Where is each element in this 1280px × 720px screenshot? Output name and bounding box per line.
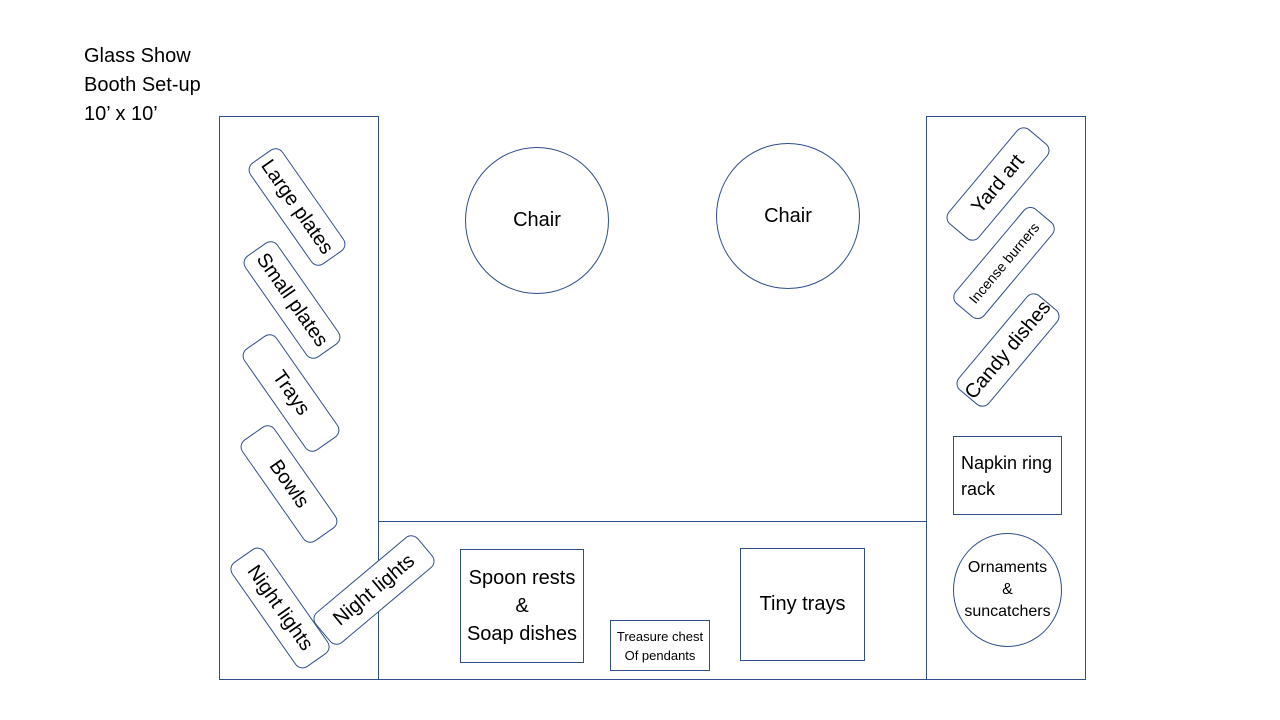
right-table — [926, 116, 1086, 680]
spoon-rests-label: Spoon rests — [468, 567, 576, 589]
title-line-3: 10’ x 10’ — [84, 103, 158, 125]
chair-right: Chair — [716, 143, 860, 289]
treasure-chest-label: Treasure chest — [616, 628, 704, 644]
chair-left: Chair — [465, 147, 609, 294]
chair-right-label: Chair — [764, 204, 812, 227]
title-line-2: Booth Set-up — [84, 74, 201, 96]
spoon-rests-ampersand: & — [515, 595, 529, 617]
napkin-ring-label: Napkin ring — [961, 452, 1053, 473]
soap-dishes-label: Soap dishes — [466, 623, 578, 645]
suncatchers-label: suncatchers — [964, 603, 1051, 620]
left-table — [219, 116, 379, 680]
chair-left-label: Chair — [513, 209, 561, 231]
pendants-label: Of pendants — [624, 647, 696, 663]
ornaments-suncatchers-circle: Ornaments & suncatchers — [953, 533, 1062, 647]
tiny-trays-label: Tiny trays — [759, 593, 846, 615]
napkin-ring-rack-box: Napkin ring rack — [953, 436, 1062, 515]
ornaments-label: Ornaments — [967, 559, 1048, 576]
spoon-rests-soap-dishes-box: Spoon rests & Soap dishes — [460, 549, 584, 663]
tiny-trays-box: Tiny trays — [740, 548, 865, 661]
ornaments-ampersand: & — [1002, 581, 1013, 598]
rack-label: rack — [961, 478, 996, 499]
treasure-chest-box: Treasure chest Of pendants — [610, 620, 710, 671]
title-line-1: Glass Show — [84, 45, 191, 67]
